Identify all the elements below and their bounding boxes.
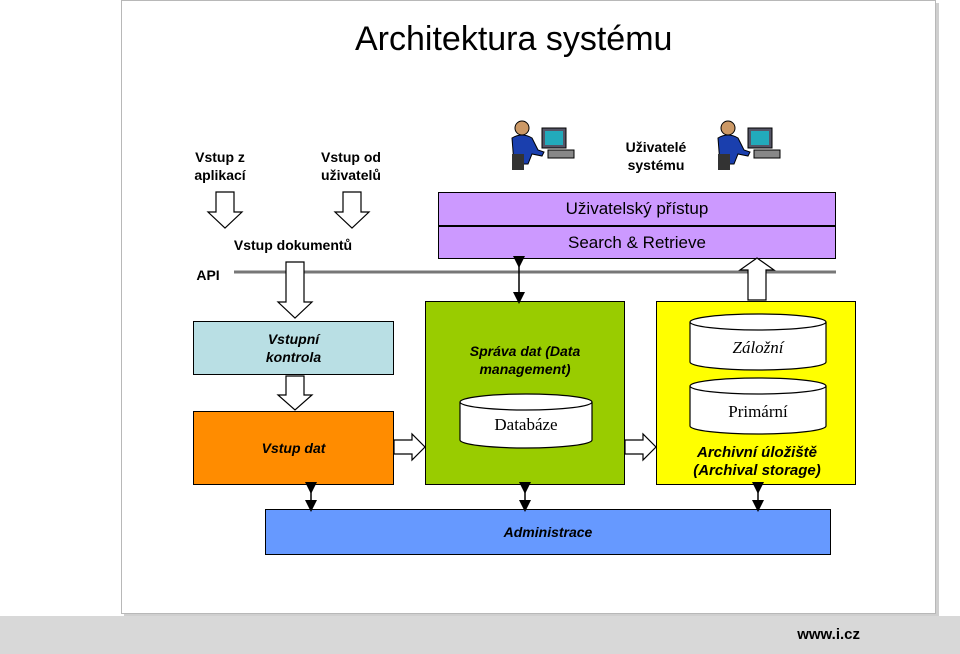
footer-url: www.i.cz [797,626,860,643]
arrow-archive-to-search [738,257,776,301]
arrow-management-to-archive [624,432,657,462]
diagram-graphics [206,120,836,512]
primary-cylinder [689,377,827,435]
user-computer-icon [511,120,575,170]
primary-label: Primární [728,402,788,421]
data-management-box: Správa dat (Data management) [425,301,625,485]
input-control-box: Vstupní kontrola [193,321,394,375]
search-retrieve-label: Search & Retrieve [568,232,706,252]
database-cylinder [459,393,593,449]
backup-cylinder [689,313,827,371]
user-computer-icon [717,120,781,170]
administration-box: Administrace [265,509,831,555]
data-input-label: Vstup dat [261,440,326,456]
page-title: Architektura systému [355,20,673,58]
input-users-label: Vstup od uživatelů [321,149,381,183]
user-access-label: Uživatelský přístup [565,199,709,218]
arrow-users [333,191,371,229]
input-apps-label: Vstup z aplikací [194,149,246,183]
arrow-docs [276,261,314,319]
input-docs-label: Vstup dokumentů [233,237,353,253]
archive-label: Archivní úložiště (Archival storage) [693,444,821,479]
search-retrieve-box: Search & Retrieve [438,226,836,259]
arrow-control-to-input [276,375,314,411]
data-input-box: Vstup dat [193,411,394,485]
arrow-input-to-management [393,432,426,462]
data-management-label: Správa dat (Data management) [469,343,581,377]
footer-bar: www.i.cz [0,616,960,654]
backup-label: Záložní [732,338,784,357]
input-control-label: Vstupní kontrola [265,331,322,365]
database-label: Databáze [494,415,558,434]
administration-label: Administrace [503,524,593,540]
arrow-apps [206,191,244,229]
api-label: API [196,267,220,283]
user-access-box: Uživatelský přístup [438,192,836,226]
users-label: Uživatelé systému [625,139,687,173]
